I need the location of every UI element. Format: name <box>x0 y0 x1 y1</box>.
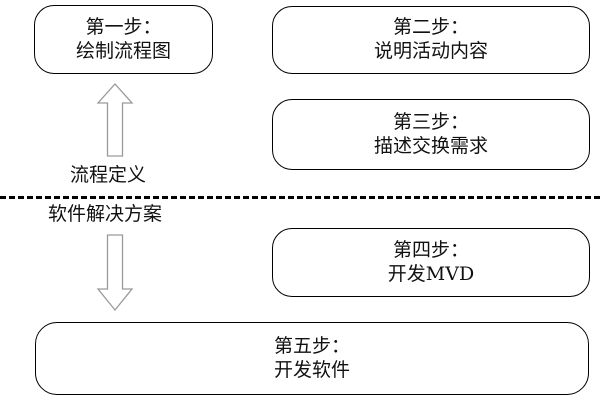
arrow-up-icon <box>96 82 134 158</box>
step-box-step2-line1: 第二步： <box>392 16 469 39</box>
step-box-step2[interactable]: 第二步： 说明活动内容 <box>272 6 590 74</box>
step-box-step3-line2: 描述交换需求 <box>373 134 488 157</box>
label-software-solution: 软件解决方案 <box>48 203 163 225</box>
step-box-step4-line1: 第四步： <box>392 238 469 261</box>
dashed-separator <box>0 196 600 199</box>
arrow-down-icon <box>96 233 134 312</box>
step-box-step5-line1: 第五步： <box>273 334 350 357</box>
step-box-step2-line2: 说明活动内容 <box>373 40 488 62</box>
step-box-step1-line2: 绘制流程图 <box>75 39 171 62</box>
step-box-step1[interactable]: 第一步： 绘制流程图 <box>34 5 213 74</box>
step-box-step1-line1: 第一步： <box>85 15 162 38</box>
step-box-step5-line2: 开发软件 <box>273 358 350 381</box>
label-process-definition: 流程定义 <box>70 164 147 186</box>
step-box-step5[interactable]: 第五步： 开发软件 <box>35 322 589 395</box>
step-box-step4[interactable]: 第四步： 开发MVD <box>272 228 590 297</box>
step-box-step4-line2: 开发MVD <box>387 262 475 285</box>
step-box-step3[interactable]: 第三步： 描述交换需求 <box>272 99 590 170</box>
step-box-step3-line1: 第三步： <box>392 110 469 133</box>
